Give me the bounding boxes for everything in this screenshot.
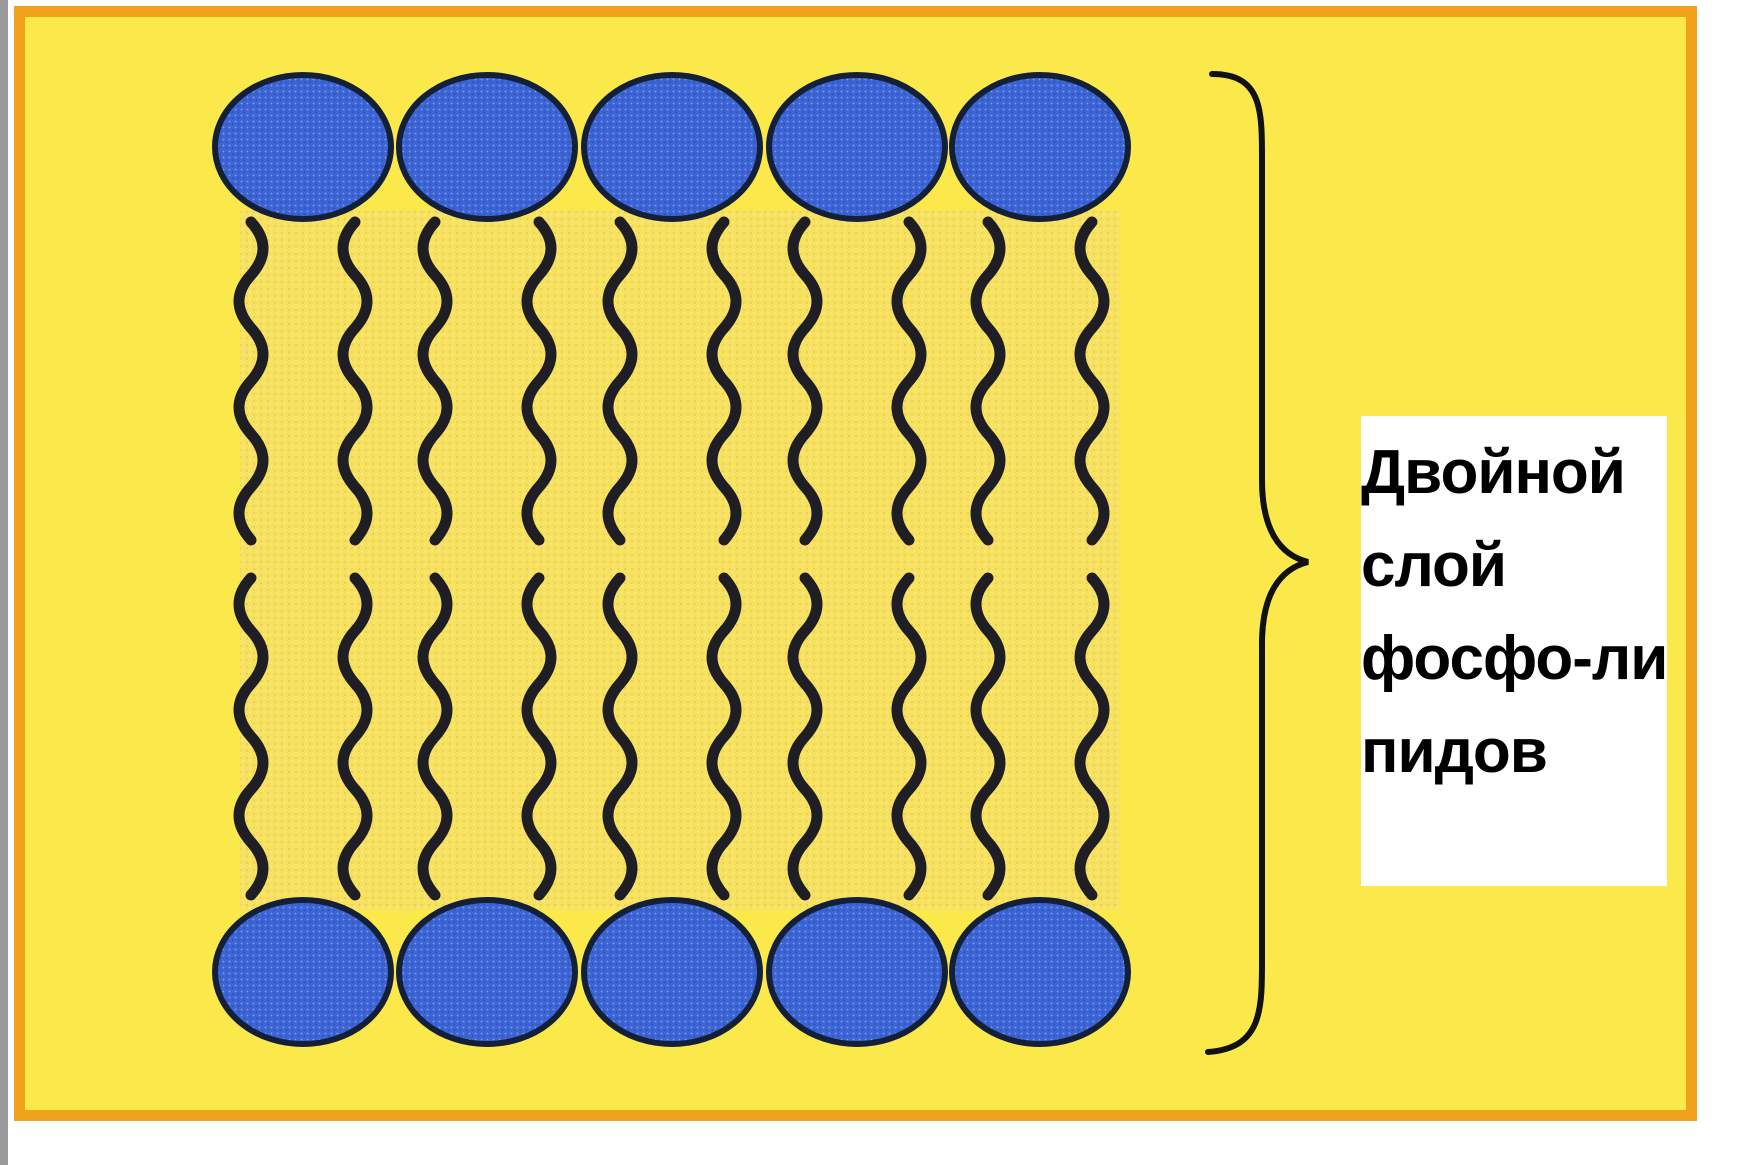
lower-phosphate-head: [584, 900, 760, 1044]
lower-phosphate-head: [769, 900, 945, 1044]
label-line-2: слой: [1361, 519, 1667, 612]
upper-phosphate-head: [769, 75, 945, 219]
hydrophobic-core: [240, 210, 1120, 910]
label-box: Двойной слой фосфо-ли пидов: [1361, 416, 1667, 886]
brace-bracket: [1208, 74, 1308, 1052]
lower-phosphate-head: [399, 900, 575, 1044]
lower-phosphate-head: [215, 900, 391, 1044]
label-line-1: Двойной: [1361, 426, 1667, 519]
upper-phosphate-head: [584, 75, 760, 219]
hydrophobic-core-band: [240, 210, 1120, 910]
label-line-3: фосфо-ли: [1361, 612, 1667, 705]
upper-phosphate-head: [215, 75, 391, 219]
upper-phosphate-head: [952, 75, 1128, 219]
curly-brace: [1208, 74, 1308, 1052]
lower-phosphate-head: [952, 900, 1128, 1044]
label-line-4: пидов: [1361, 705, 1667, 798]
upper-phosphate-head: [399, 75, 575, 219]
